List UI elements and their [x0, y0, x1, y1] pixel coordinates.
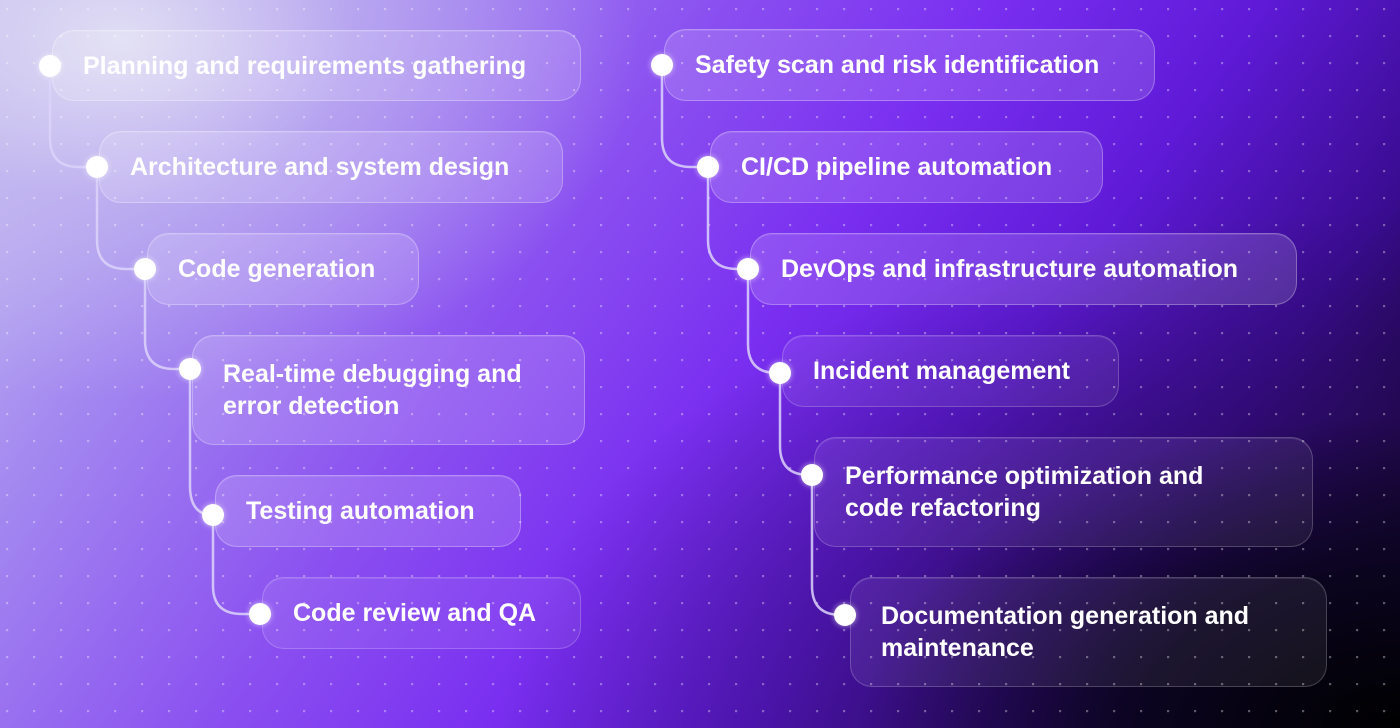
flow-step-label: Code generation	[178, 255, 376, 283]
connector-dot	[86, 156, 108, 178]
flow-step-label: Real-time debugging and error detection	[223, 360, 522, 420]
flow-step-label: Code review and QA	[293, 599, 537, 627]
flow-step-label: Documentation generation and maintenance	[881, 602, 1250, 662]
flow-step-devops: DevOps and infrastructure automation	[750, 233, 1297, 305]
flow-step-label: Testing automation	[246, 497, 475, 525]
connector-dot	[834, 604, 856, 626]
flow-step-label: CI/CD pipeline automation	[741, 153, 1053, 181]
flow-step-incident-management: Incident management	[782, 335, 1119, 407]
flow-step-cicd: CI/CD pipeline automation	[710, 131, 1103, 203]
flow-step-label: Safety scan and risk identification	[695, 51, 1100, 79]
connector-dot	[249, 603, 271, 625]
connector-dot	[651, 54, 673, 76]
flow-step-performance: Performance optimization and code refact…	[814, 437, 1313, 547]
connector-dot	[801, 464, 823, 486]
flow-step-testing-automation: Testing automation	[215, 475, 521, 547]
flow-step-planning: Planning and requirements gathering	[52, 30, 581, 101]
flow-step-label: Incident management	[813, 357, 1070, 385]
connector-dot	[697, 156, 719, 178]
flow-step-label: Planning and requirements gathering	[83, 51, 527, 80]
flow-step-safety-scan: Safety scan and risk identification	[664, 29, 1155, 101]
connector-dot	[202, 504, 224, 526]
connector-dot	[769, 362, 791, 384]
flow-step-code-generation: Code generation	[147, 233, 419, 305]
connector-dot	[179, 358, 201, 380]
connector-dot	[39, 55, 61, 77]
connector-dot	[134, 258, 156, 280]
flow-step-documentation: Documentation generation and maintenance	[850, 577, 1327, 687]
flow-step-debugging: Real-time debugging and error detection	[192, 335, 585, 445]
connector-dot	[737, 258, 759, 280]
flow-step-architecture: Architecture and system design	[99, 131, 563, 203]
flow-step-code-review: Code review and QA	[262, 577, 581, 649]
flow-step-label: Performance optimization and code refact…	[845, 462, 1204, 522]
flow-step-label: Architecture and system design	[130, 153, 510, 181]
flow-step-label: DevOps and infrastructure automation	[781, 255, 1239, 283]
